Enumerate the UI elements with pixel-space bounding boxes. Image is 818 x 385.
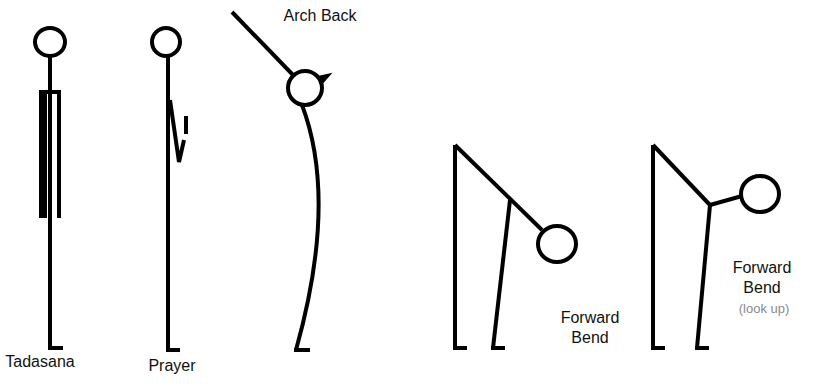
arch-back-figure [232, 12, 327, 350]
pose-label: Forward Bend [733, 258, 792, 298]
tadasana-figure [35, 28, 65, 348]
forward-bend-figure [453, 145, 576, 348]
pose-note: (look up) [739, 301, 790, 317]
pose-label: Arch Back [284, 6, 357, 26]
prayer-figure [152, 28, 186, 350]
pose-label: Forward Bend [561, 308, 620, 348]
pose-label: Prayer [148, 356, 195, 376]
pose-label: Tadasana [5, 352, 74, 372]
forward-bend-look-up-figure [651, 145, 779, 348]
